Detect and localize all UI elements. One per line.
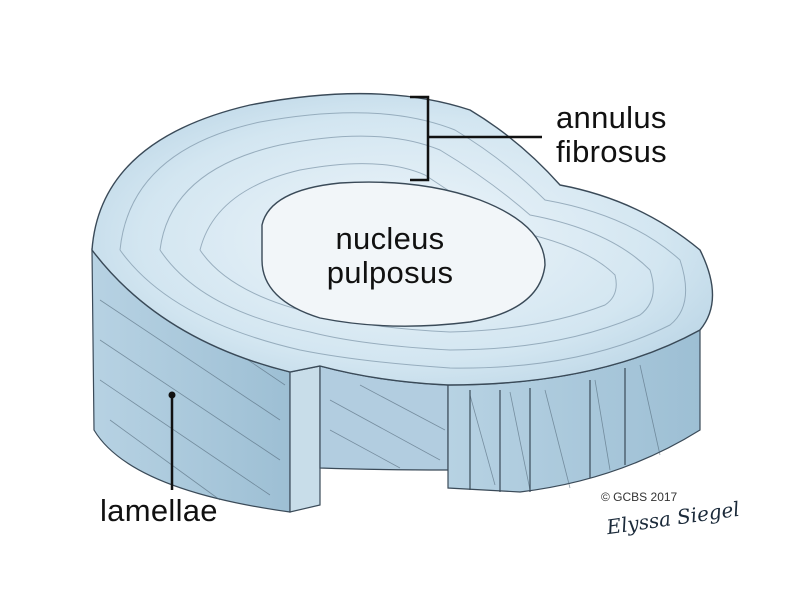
annulus-bracket [410, 95, 542, 182]
lamellae-label: lamellae [100, 493, 218, 528]
nucleus-label-line1: nucleus [335, 221, 445, 256]
nucleus-pulposus-label: nucleus pulposus [310, 222, 470, 290]
annulus-label-line1: annulus [556, 100, 667, 135]
nucleus-pulposus [261, 181, 546, 327]
lamellae-leader [168, 391, 176, 490]
annulus-label-line2: fibrosus [556, 134, 667, 169]
nucleus-label-line2: pulposus [326, 255, 454, 290]
copyright-notice: © GCBS 2017 [601, 490, 678, 504]
disc-cut-face [289, 365, 321, 513]
annulus-fibrosus-label: annulus fibrosus [556, 101, 667, 169]
